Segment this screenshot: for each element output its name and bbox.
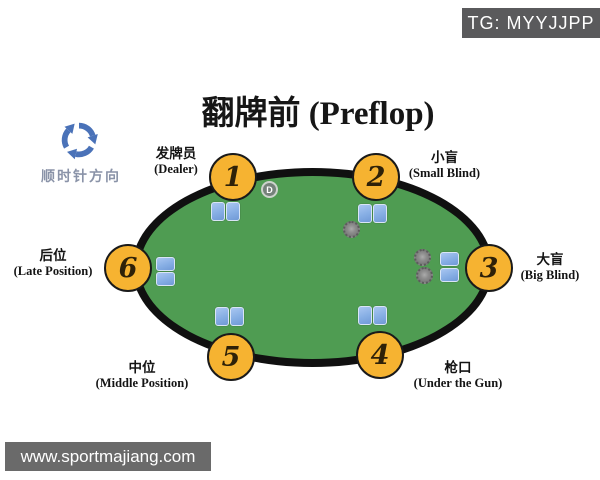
position-label-late-position: 后位 (Late Position) [3, 248, 103, 279]
small-blind-label-en: (Small Blind) [408, 165, 481, 180]
card-back-seat5 [215, 307, 229, 326]
utg-label-zh: 枪口 [444, 360, 472, 375]
position-label-dealer: 发牌员 (Dealer) [131, 146, 221, 177]
late-position-label-en: (Late Position) [13, 263, 93, 278]
big-blind-label-zh: 大盲 [536, 252, 564, 267]
utg-label-en: (Under the Gun) [413, 375, 503, 390]
big-blind-chip [416, 267, 433, 284]
clockwise-direction-label: 顺时针方向 [41, 170, 121, 185]
card-back-seat4 [358, 306, 372, 325]
poker-table-felt [132, 168, 493, 367]
card-back-seat1 [211, 202, 225, 221]
seat-circle-2: 2 [352, 153, 400, 201]
seat-circle-6: 6 [104, 244, 152, 292]
card-back-seat2 [373, 204, 387, 223]
seat-circle-5: 5 [207, 333, 255, 381]
position-label-middle-position: 中位 (Middle Position) [81, 360, 203, 391]
small-blind-chip [343, 221, 360, 238]
telegram-watermark-badge: TG: MYYJJPP [462, 8, 600, 38]
late-position-label-zh: 后位 [39, 248, 67, 263]
middle-position-label-en: (Middle Position) [95, 375, 189, 390]
small-blind-label-zh: 小盲 [431, 150, 458, 165]
card-back-seat3 [440, 268, 459, 282]
dealer-button: D [261, 181, 278, 198]
card-back-seat1 [226, 202, 240, 221]
middle-position-label-zh: 中位 [128, 360, 156, 375]
card-back-seat3 [440, 252, 459, 266]
position-label-under-the-gun: 枪口 (Under the Gun) [398, 360, 518, 391]
card-back-seat5 [230, 307, 244, 326]
big-blind-chip [414, 249, 431, 266]
dealer-label-en: (Dealer) [154, 161, 198, 176]
page-title: 翻牌前 (Preflop) [201, 96, 435, 132]
card-back-seat2 [358, 204, 372, 223]
card-back-seat4 [373, 306, 387, 325]
dealer-label-zh: 发牌员 [155, 146, 197, 161]
seat-circle-1: 1 [209, 153, 257, 201]
position-label-big-blind: 大盲 (Big Blind) [504, 252, 596, 283]
seat-circle-4: 4 [356, 331, 404, 379]
card-back-seat6 [156, 257, 175, 271]
website-watermark-badge: www.sportmajiang.com [5, 442, 211, 471]
position-label-small-blind: 小盲 (Small Blind) [394, 150, 495, 181]
seat-circle-3: 3 [465, 244, 513, 292]
big-blind-label-en: (Big Blind) [520, 267, 580, 282]
card-back-seat6 [156, 272, 175, 286]
clockwise-arrows-icon [61, 122, 98, 160]
